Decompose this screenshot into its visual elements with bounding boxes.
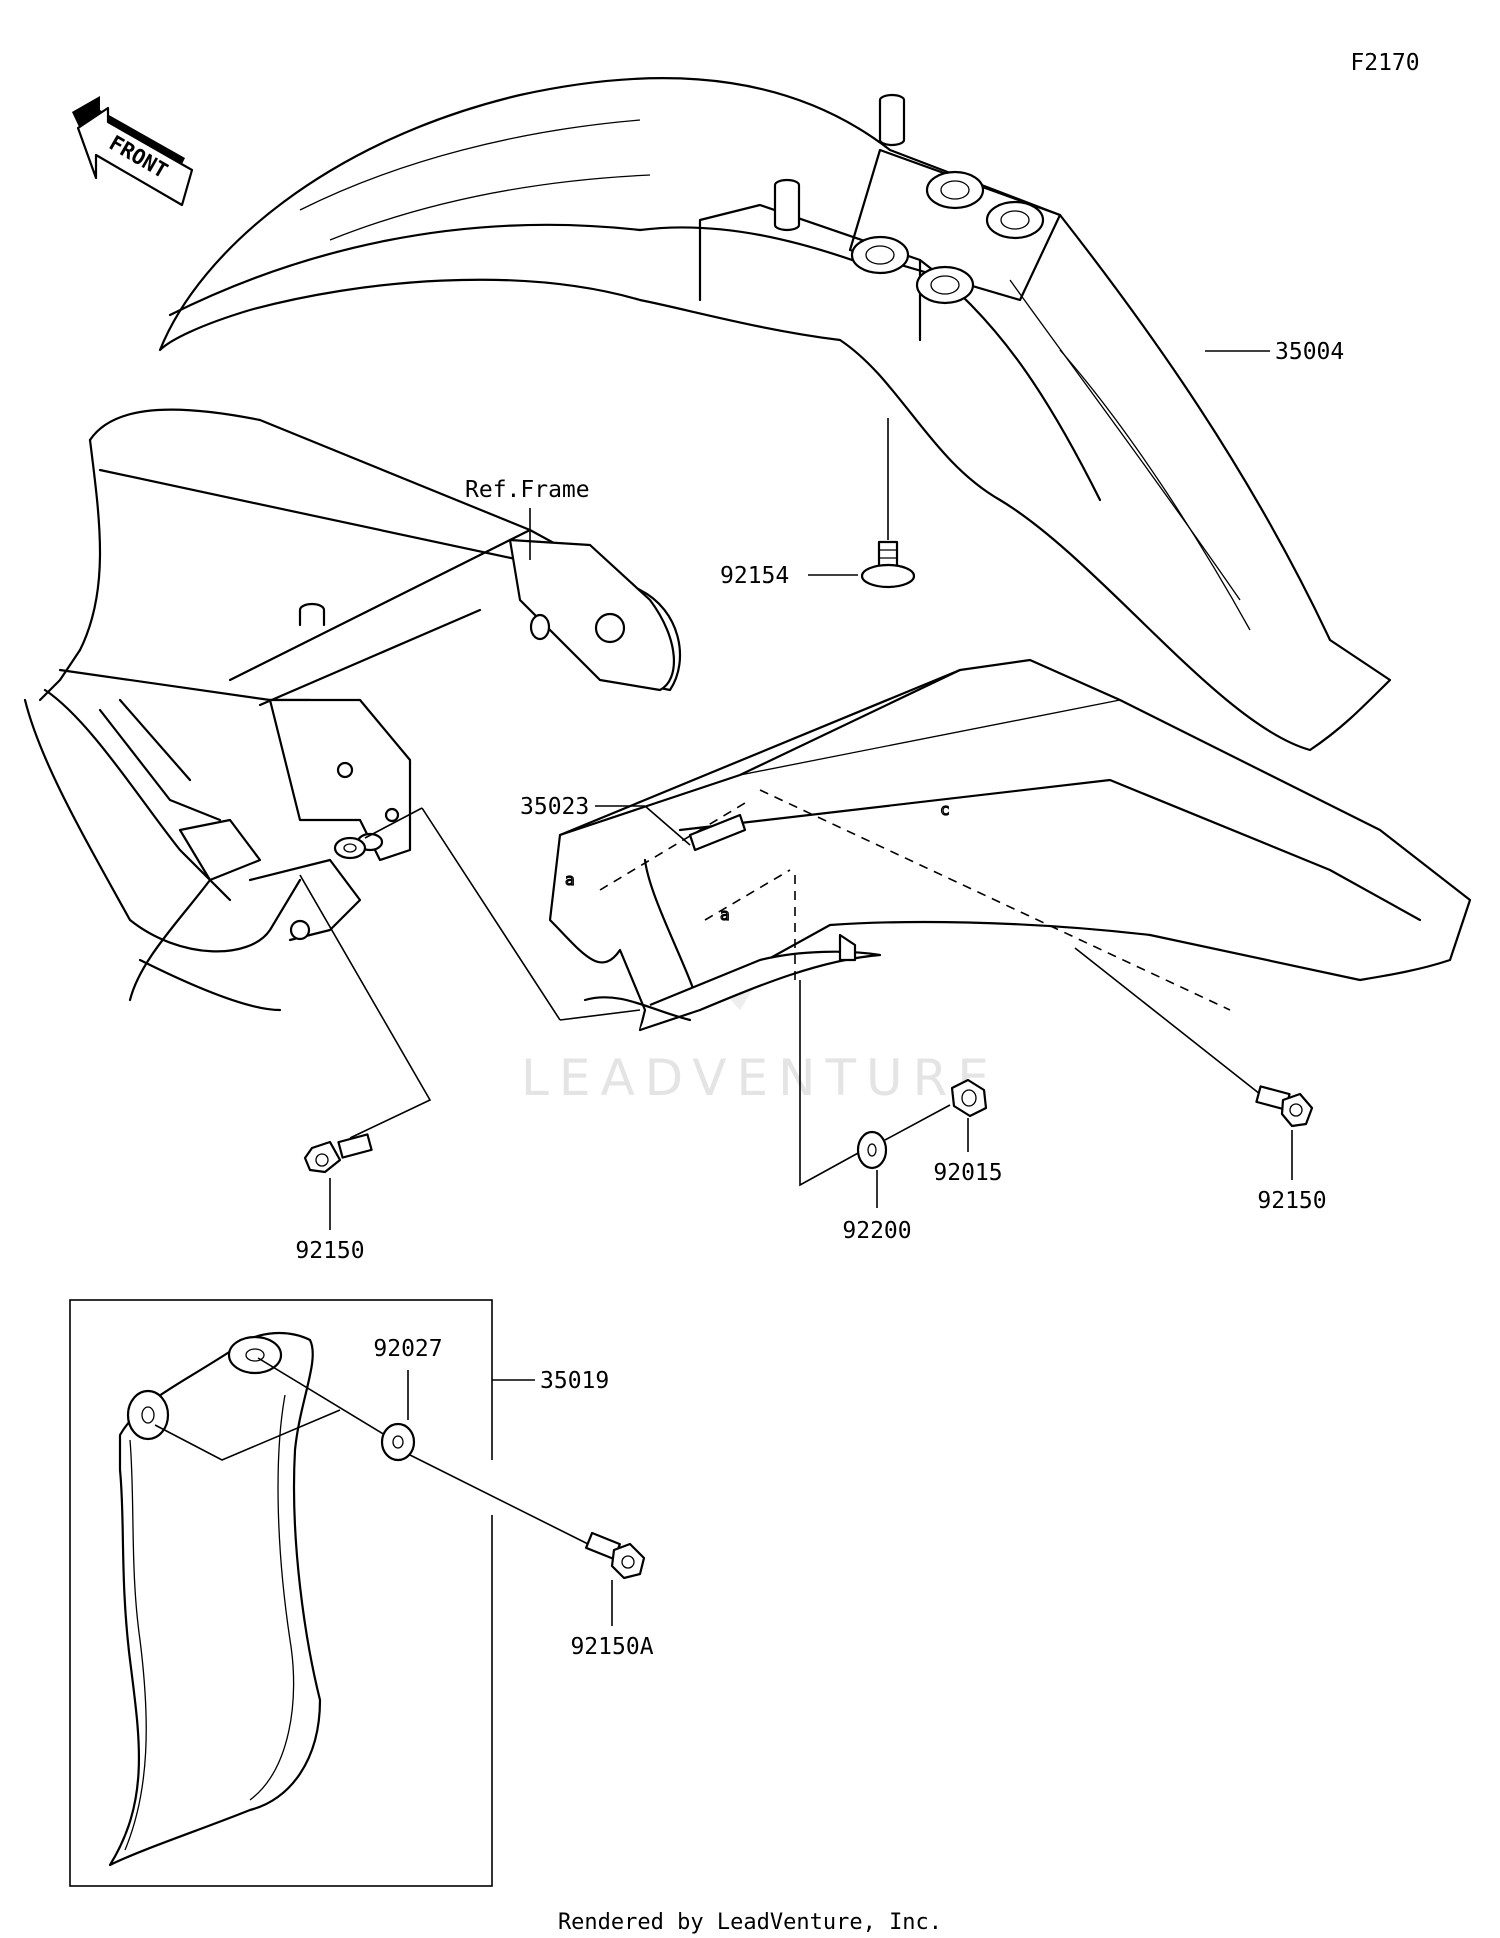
nut-icon [950,1078,988,1118]
footer-credit: Rendered by LeadVenture, Inc. [558,1910,942,1935]
label-92150-left: 92150 [295,1238,364,1264]
label-35004: 35004 [1275,339,1344,365]
label-92150a: 92150A [570,1634,653,1660]
bolt-92150-right-icon [1255,1085,1314,1128]
collar-92027-icon [380,1422,416,1462]
label-35019: 35019 [540,1368,609,1394]
bolt-92154-icon [860,540,916,589]
inner-fender: c a a [548,658,1472,1032]
collar-icon [333,836,367,860]
watermark: LEADVENTURE [521,1049,999,1107]
bolt-92150a-icon [584,1531,646,1580]
label-92027: 92027 [373,1336,442,1362]
label-ref-frame: Ref.Frame [465,477,590,503]
label-92200: 92200 [842,1218,911,1244]
svg-text:a: a [565,870,575,889]
front-fender [158,77,1392,752]
front-arrow-icon: FRONT [72,96,194,207]
fork-guard [108,1331,322,1867]
svg-text:a: a [720,905,730,924]
frame-reference [23,408,682,1012]
label-92150-right: 92150 [1257,1188,1326,1214]
guard-kit-box [69,1299,493,1887]
label-35023: 35023 [520,794,589,820]
label-92015: 92015 [933,1160,1002,1186]
label-92154: 92154 [720,563,789,589]
svg-text:c: c [940,800,950,819]
diagram-id: F2170 [1350,50,1419,76]
bolt-92150-left-icon [303,1133,373,1174]
washer-icon [856,1130,888,1170]
